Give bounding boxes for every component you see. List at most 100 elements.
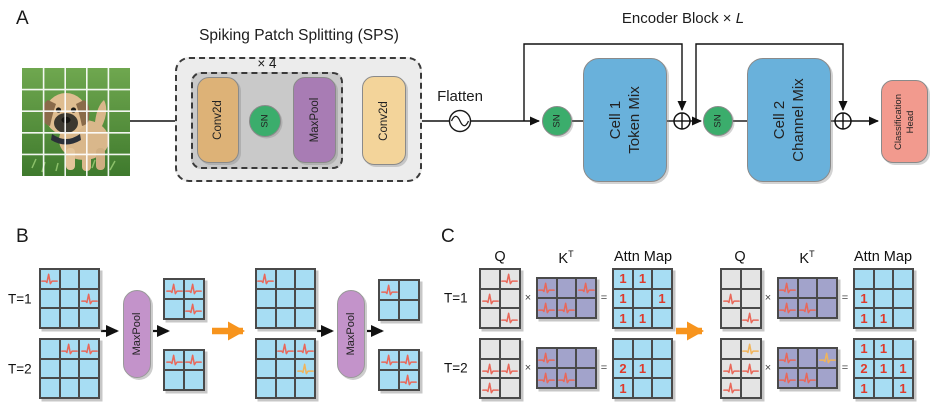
spike-icon — [577, 282, 595, 294]
grid-cell — [500, 270, 519, 288]
grid-cell — [894, 309, 912, 327]
attn-value: 2 — [860, 361, 868, 376]
conv2d-block-1: Conv2d — [197, 77, 239, 163]
grid-cell — [41, 379, 59, 397]
grid-cell — [276, 289, 295, 308]
encoder-title-L: L — [735, 10, 745, 27]
grid-cell — [557, 279, 576, 298]
sps-repeat-label: × 4 — [257, 56, 277, 71]
spike-icon — [296, 363, 314, 374]
grid-cell — [779, 298, 797, 317]
grid-cell — [633, 340, 652, 358]
spike-icon — [80, 343, 98, 355]
attn-value: 1 — [619, 310, 627, 326]
grid-cell — [257, 379, 275, 397]
spike-icon — [558, 372, 575, 384]
grid-cell — [818, 349, 836, 368]
grid-cell: 1 — [874, 359, 893, 378]
grid-cell — [577, 368, 595, 387]
grid-cell — [481, 359, 500, 378]
grid-cell — [538, 349, 556, 368]
grid-cell — [399, 300, 418, 319]
flatten-label: Flatten — [437, 88, 483, 105]
sn1-label: SN — [551, 114, 563, 128]
grid-cell: 1 — [633, 359, 652, 378]
spike-icon — [779, 302, 797, 314]
grid-cell — [276, 379, 295, 397]
grid-cell — [557, 368, 576, 387]
grid-cell — [257, 340, 275, 358]
grid-cell — [577, 349, 595, 368]
grid-cell — [60, 270, 79, 288]
sn-node-1: SN — [542, 106, 572, 136]
attn-value: 1 — [860, 310, 868, 326]
attn-value: 1 — [638, 310, 647, 326]
grid-cell — [481, 309, 500, 327]
grid-cell: 1 — [633, 270, 652, 288]
grid-cell — [80, 340, 98, 358]
grid-cell — [399, 281, 418, 300]
grid-cell — [296, 289, 314, 308]
grid-cell — [722, 289, 741, 308]
grid-cell — [60, 340, 79, 358]
times-symbol: × — [524, 292, 532, 304]
c-t2-label: T=2 — [444, 360, 468, 376]
grid-cell — [818, 298, 836, 317]
grid-cell — [399, 370, 418, 389]
classification-head-block: Classification Head — [881, 80, 928, 163]
c1-kt-grid-t1 — [536, 277, 597, 319]
c2-kt-grid-t2 — [777, 347, 838, 389]
times-symbol: × — [764, 292, 772, 304]
spike-icon — [722, 382, 740, 394]
sn-node-sps: SN — [249, 105, 281, 137]
grid-cell — [722, 359, 741, 378]
grid-cell — [276, 340, 295, 358]
attn-value: 1 — [879, 361, 888, 376]
b2-output-grid-t2 — [378, 349, 420, 391]
grid-cell — [722, 340, 741, 358]
cell1-token-mix-block: Cell 1 Token Mix — [583, 58, 667, 182]
flow-lines-panel-a — [130, 43, 879, 126]
attn-value: 1 — [619, 380, 627, 396]
spike-icon — [380, 354, 398, 366]
b2-input-grid-t1 — [255, 268, 316, 329]
spike-icon — [185, 303, 203, 315]
grid-cell — [633, 379, 652, 397]
grid-cell: 1 — [894, 359, 912, 378]
b1-output-grid-t2 — [163, 349, 205, 391]
grid-cell — [296, 309, 314, 327]
grid-cell — [538, 279, 556, 298]
sps-title: Spiking Patch Splitting (SPS) — [199, 27, 399, 44]
grid-cell — [577, 298, 595, 317]
attn-value: 1 — [899, 361, 907, 376]
c1-kt-grid-t2 — [536, 347, 597, 389]
grid-cell — [798, 298, 817, 317]
skip-connection-1 — [523, 43, 687, 121]
spike-icon — [501, 312, 519, 324]
conv2d-2-label: Conv2d — [378, 100, 390, 141]
c-t1-label: T=1 — [444, 290, 468, 306]
grid-cell — [399, 351, 418, 370]
grid-cell: 1 — [653, 289, 671, 308]
grid-cell: 1 — [874, 309, 893, 327]
c2-header-kt: KT — [799, 249, 815, 267]
attn-value: 1 — [860, 291, 868, 306]
b-t1-label: T=1 — [8, 291, 32, 307]
grid-cell: 1 — [855, 340, 873, 358]
grid-cell — [557, 298, 576, 317]
grid-cell — [614, 340, 632, 358]
cell2-channel-mix-block: Cell 2 Channel Mix — [747, 58, 831, 182]
spike-icon — [185, 283, 203, 295]
c1-q-grid-t1 — [479, 268, 521, 329]
grid-cell — [165, 280, 184, 299]
grid-cell — [41, 309, 59, 327]
conv2d-1-label: Conv2d — [212, 100, 224, 140]
grid-cell — [184, 280, 203, 299]
grid-cell — [481, 289, 500, 308]
spike-icon — [799, 302, 816, 314]
